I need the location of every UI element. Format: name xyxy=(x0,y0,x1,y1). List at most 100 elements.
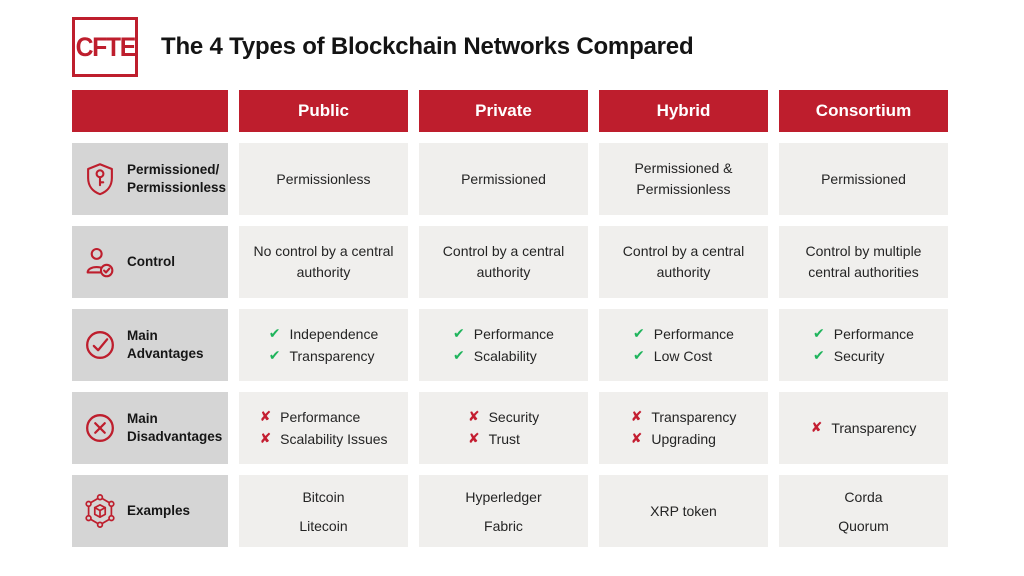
cell-control-public: No control by a central authority xyxy=(239,226,408,298)
list-item-text: Trust xyxy=(488,431,520,447)
row-label-line: Main xyxy=(127,411,158,427)
cell-control-private: Control by a central authority xyxy=(419,226,588,298)
example-line: XRP token xyxy=(650,503,717,519)
column-header-public: Public xyxy=(239,90,408,132)
cell-advantages-consortium: ✔Performance✔Security xyxy=(779,309,948,381)
list-item-text: Performance xyxy=(833,325,914,342)
list-item: ✘Transparency xyxy=(631,407,737,427)
cross-icon: ✘ xyxy=(259,408,272,425)
row-label-examples: Examples xyxy=(72,475,228,547)
cell-text: No control by a central authority xyxy=(253,243,394,280)
cell-permissioned-private: Permissioned xyxy=(419,143,588,215)
cell-text: Permissioned xyxy=(821,170,906,187)
list-item-text: Scalability Issues xyxy=(280,431,388,447)
list-item: ✔ Scalability xyxy=(453,346,537,366)
row-label-text-permissioned: Permissioned/Permissionless xyxy=(127,161,226,196)
advantage-list: ✔Performance ✔ Scalability xyxy=(453,324,554,367)
row-label-line: Disadvantages xyxy=(127,429,223,444)
example-line: Corda xyxy=(844,488,883,505)
row-label-line: Permissioned/ xyxy=(127,162,220,178)
cell-disadvantages-private: ✘ Security ✘Trust xyxy=(419,392,588,464)
row-label-text-control: Control xyxy=(127,253,175,271)
list-item: ✔ Performance xyxy=(633,324,734,344)
cell-control-consortium: Control by multiple central authorities xyxy=(779,226,948,298)
cell-permissioned-public: Permissionless xyxy=(239,143,408,215)
cross-icon: ✘ xyxy=(810,419,823,436)
list-item: ✔Performance xyxy=(453,324,554,344)
row-label-line: Advantages xyxy=(127,346,204,361)
check-icon: ✔ xyxy=(633,325,645,342)
list-item: ✘ Security xyxy=(468,407,539,427)
disadvantage-list: ✘ Transparency xyxy=(811,418,917,438)
list-item: ✘Performance xyxy=(259,407,360,427)
cell-disadvantages-hybrid: ✘Transparency✘Upgrading xyxy=(599,392,768,464)
list-item: ✔ Independence xyxy=(269,324,379,344)
user-check-icon xyxy=(81,243,119,281)
cell-permissioned-hybrid: Permissioned & Permissionless xyxy=(599,143,768,215)
list-item: ✔Low Cost xyxy=(633,346,712,366)
list-item-text: Independence xyxy=(289,325,379,342)
list-item-text: Performance xyxy=(653,325,734,342)
list-item: ✘Trust xyxy=(468,429,520,449)
disadvantage-list: ✘ Security ✘Trust xyxy=(468,407,539,450)
column-header-consortium: Consortium xyxy=(779,90,948,132)
list-item-text: Scalability xyxy=(473,348,537,364)
cell-text: Permissioned & Permissionless xyxy=(634,160,733,197)
example-line: Bitcoin xyxy=(302,488,345,505)
column-header-hybrid: Hybrid xyxy=(599,90,768,132)
cross-icon: ✘ xyxy=(259,431,272,448)
circle-check-icon xyxy=(81,326,119,364)
cell-text: Control by multiple central authorities xyxy=(805,243,922,280)
list-item: ✘ Scalability Issues xyxy=(259,429,387,449)
cross-icon: ✘ xyxy=(467,408,480,425)
check-icon: ✔ xyxy=(268,325,281,342)
example-line: Litecoin xyxy=(299,517,348,534)
page-title: The 4 Types of Blockchain Networks Compa… xyxy=(161,33,694,60)
list-item-text: Low Cost xyxy=(653,348,713,364)
cfte-logo-text: CFTE xyxy=(75,31,136,62)
cell-disadvantages-consortium: ✘ Transparency xyxy=(779,392,948,464)
cell-disadvantages-public: ✘Performance✘Scalability Issues xyxy=(239,392,408,464)
cross-icon: ✘ xyxy=(630,431,643,448)
example-line: Quorum xyxy=(838,517,889,534)
example-line: Hyperledger xyxy=(465,488,542,505)
list-item: ✘Upgrading xyxy=(631,429,716,449)
column-header-empty xyxy=(72,90,228,132)
column-header-private: Private xyxy=(419,90,588,132)
list-item-text: Transparency xyxy=(289,348,375,364)
disadvantage-list: ✘Performance✘Scalability Issues xyxy=(259,407,387,450)
advantage-list: ✔Performance✔Security xyxy=(813,324,914,367)
list-item-text: Transparency xyxy=(831,419,917,436)
list-item-text: Security xyxy=(833,348,885,364)
row-label-line: Main xyxy=(127,328,158,344)
row-label-line: Permissionless xyxy=(127,180,227,195)
cell-examples-hybrid: XRP token xyxy=(599,475,768,547)
list-item-text: Security xyxy=(488,408,540,425)
row-label-permissioned: Permissioned/Permissionless xyxy=(72,143,228,215)
advantage-list: ✔ Performance ✔Low Cost xyxy=(633,324,734,367)
advantage-list: ✔ Independence✔ Transparency xyxy=(269,324,379,367)
check-icon: ✔ xyxy=(453,348,465,365)
cell-advantages-hybrid: ✔ Performance ✔Low Cost xyxy=(599,309,768,381)
cell-permissioned-consortium: Permissioned xyxy=(779,143,948,215)
cfte-logo: CFTE xyxy=(72,17,138,77)
list-item: ✔Performance xyxy=(813,324,914,344)
list-item-text: Transparency xyxy=(651,408,737,425)
cell-text: Permissionless xyxy=(276,170,371,187)
cell-text: Control by a central authority xyxy=(622,243,745,280)
shield-key-icon xyxy=(81,160,119,198)
row-label-control: Control xyxy=(72,226,228,298)
examples-stack: XRP token xyxy=(650,503,717,519)
list-item-text: Performance xyxy=(473,325,554,342)
circle-cross-icon xyxy=(81,409,119,447)
row-label-line: Examples xyxy=(127,503,191,519)
